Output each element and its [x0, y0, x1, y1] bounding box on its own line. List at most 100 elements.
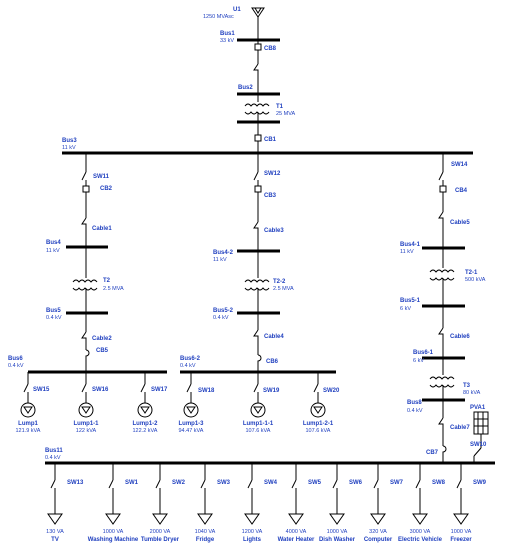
bus8-name: Bus8	[407, 400, 422, 406]
appliance-load: SW6 1000 VA Dish Washer	[319, 463, 363, 543]
cb5-label: CB5	[96, 348, 109, 354]
sw14-label: SW14	[451, 162, 468, 168]
cb2-label: CB2	[100, 186, 113, 192]
t2-1-name: T2-1	[465, 270, 478, 276]
switch-symbol	[313, 383, 319, 393]
switch-symbol	[253, 383, 259, 393]
cable3-label: Cable3	[264, 228, 284, 234]
load-arrow-icon	[47, 513, 63, 525]
bus4-kv: 11 kV	[46, 248, 60, 254]
lump-rating: 94.47 kVA	[179, 428, 204, 434]
t2-1-symbol	[429, 248, 455, 306]
lump-load-icon	[137, 402, 153, 418]
bus3-kv: 11 kV	[62, 145, 76, 151]
cb6-symbol	[257, 354, 262, 372]
pva1-label: PVA1	[470, 405, 486, 411]
bus5-name: Bus5	[46, 308, 61, 314]
cb7-label: CB7	[426, 450, 439, 456]
appliance-name: Dish Washer	[319, 537, 356, 543]
switch-symbol	[155, 479, 161, 489]
switch-symbol	[140, 383, 146, 393]
sw12-label: SW12	[264, 171, 281, 177]
sw20-label: SW20	[323, 388, 340, 394]
bus2-name: Bus2	[238, 85, 253, 91]
t3-rating: 80 kVA	[463, 390, 481, 396]
switch-symbol	[81, 383, 87, 393]
bus6-1-name: Bus6-1	[413, 350, 434, 356]
t1-symbol	[244, 94, 270, 122]
load-arrow-icon	[288, 513, 304, 525]
bus5-kv: 0.4 kV	[46, 315, 62, 321]
bus4-2-name: Bus4-2	[213, 250, 234, 256]
appliance-rating: 1040 VA	[195, 529, 216, 535]
bus4-1-name: Bus4-1	[400, 242, 421, 248]
lump-load-icon	[310, 402, 326, 418]
bus4-2-kv: 11 kV	[213, 257, 227, 263]
appliance-rating: 2000 VA	[150, 529, 171, 535]
cable3-symbol	[253, 221, 259, 251]
t1-name: T1	[276, 104, 284, 110]
appliance-rating: 3000 VA	[410, 529, 431, 535]
appliance-switch-label: SW6	[349, 480, 363, 486]
cable-symbol-top	[253, 63, 259, 80]
lump-rating: 107.6 kVA	[306, 428, 331, 434]
cb6-label: CB6	[266, 359, 279, 365]
pv-array-icon	[473, 411, 489, 463]
load-arrow-icon	[105, 513, 121, 525]
appliance-name: Freezer	[450, 537, 472, 543]
cb1-symbol	[254, 134, 262, 142]
load-arrow-icon	[453, 513, 469, 525]
lump-load-icon	[20, 402, 36, 418]
sw11-symbol	[81, 171, 87, 181]
sw14-symbol	[438, 171, 444, 181]
bus6-2-name: Bus6-2	[180, 356, 201, 362]
switch-symbol	[23, 383, 29, 393]
switch-symbol	[50, 479, 56, 489]
cable7-label: Cable7	[450, 425, 470, 431]
cb4-symbol	[439, 185, 447, 193]
appliance-rating: 1000 VA	[327, 529, 348, 535]
cb3-label: CB3	[264, 193, 277, 199]
t2-2-symbol	[244, 251, 270, 313]
appliance-switch-label: SW13	[67, 480, 84, 486]
lump-name: Lump1-1-1	[243, 421, 274, 427]
switch-symbol	[108, 479, 114, 489]
lump-load-icon	[78, 402, 94, 418]
cb3-symbol	[254, 185, 262, 193]
bus6-1-kv: 6 kV	[413, 358, 424, 364]
bus3-name: Bus3	[62, 138, 77, 144]
appliance-name: Computer	[364, 537, 393, 543]
t3-name: T3	[463, 383, 471, 389]
appliance-name: Washing Machine	[88, 537, 139, 543]
t2-name: T2	[103, 278, 111, 284]
switch-symbol	[415, 479, 421, 489]
lump-rating: 121.9 kVA	[16, 428, 41, 434]
t2-rating: 2.5 MVA	[103, 286, 124, 292]
appliance-switch-label: SW2	[172, 480, 186, 486]
lump-load-icon	[183, 402, 199, 418]
appliance-rating: 4000 VA	[286, 529, 307, 535]
bus11-kv: 0.4 kV	[45, 455, 61, 461]
utility-source	[251, 7, 265, 40]
lump-rating: 107.6 kVA	[246, 428, 271, 434]
cable2-label: Cable2	[92, 336, 112, 342]
switch-symbol	[291, 479, 297, 489]
cb8-symbol	[254, 43, 262, 51]
lump-name: Lump1-2	[132, 421, 158, 427]
bus6-name: Bus6	[8, 356, 23, 362]
t3-symbol	[429, 358, 455, 400]
t2-2-rating: 2.5 MVA	[273, 286, 294, 292]
appliance-switch-label: SW7	[390, 480, 404, 486]
cb2-symbol	[82, 185, 90, 193]
lump-load: Lump1-394.47 kVA	[178, 372, 204, 434]
sw17-label: SW17	[151, 387, 168, 393]
appliance-rating: 1200 VA	[242, 529, 263, 535]
